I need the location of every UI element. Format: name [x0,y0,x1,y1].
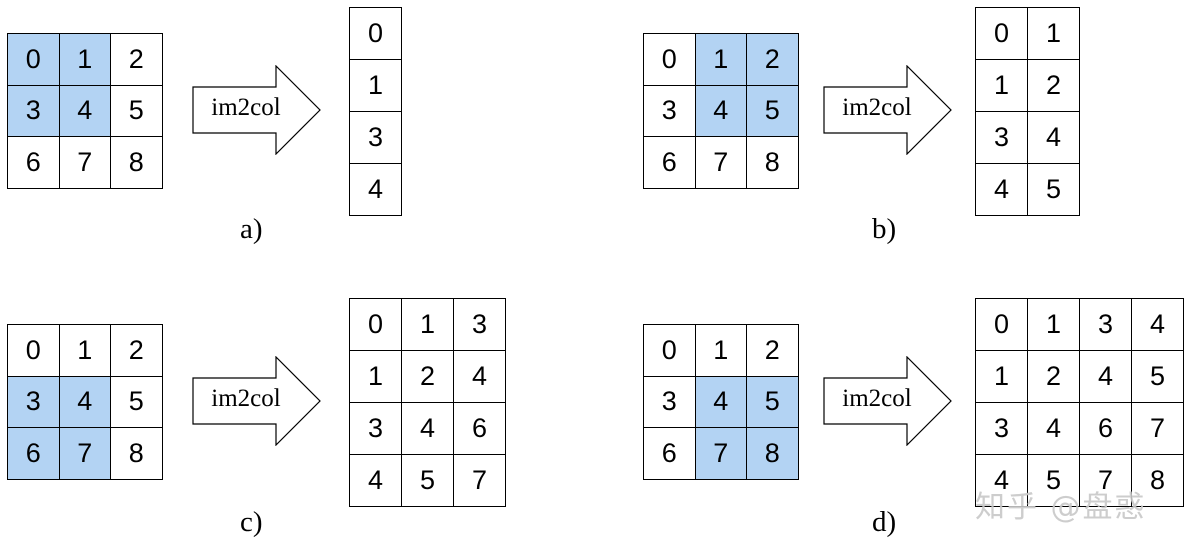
grid-cell: 4 [1027,111,1080,164]
grid-cell: 3 [643,84,696,137]
grid-cell: 4 [694,375,747,428]
grid-cell: 4 [349,454,402,507]
grid-cell: 3 [975,402,1028,455]
arrow-icon [823,356,952,446]
grid-cell: 3 [349,402,402,455]
grid-cell: 2 [110,324,163,377]
grid-cell: 7 [58,136,111,189]
grid-cell: 3 [349,111,402,164]
panel-caption: a) [240,213,263,245]
grid-cell: 4 [58,375,111,428]
grid-cell: 4 [975,454,1028,507]
grid-cell: 4 [58,84,111,137]
grid-cell: 3 [1079,298,1132,351]
grid-cell: 5 [746,375,799,428]
arrow-label: im2col [842,385,912,412]
grid-cell: 3 [7,375,60,428]
grid-cell: 2 [746,324,799,377]
grid-cell: 5 [1027,454,1080,507]
grid-cell: 5 [1131,350,1184,403]
grid-cell: 7 [58,427,111,480]
grid-cell: 8 [746,136,799,189]
grid-cell: 3 [7,84,60,137]
grid-cell: 6 [643,136,696,189]
grid-cell: 1 [1027,298,1080,351]
grid-cell: 0 [7,33,60,86]
grid-cell: 8 [746,427,799,480]
grid-cell: 7 [453,454,506,507]
grid-cell: 1 [349,59,402,112]
grid-cell: 0 [975,298,1028,351]
grid-cell: 1 [975,350,1028,403]
arrow-label: im2col [842,94,912,121]
grid-cell: 1 [349,350,402,403]
grid-cell: 4 [349,163,402,216]
grid-cell: 4 [1131,298,1184,351]
grid-cell: 6 [643,427,696,480]
grid-cell: 5 [110,84,163,137]
grid-cell: 2 [401,350,454,403]
grid-cell: 6 [7,427,60,480]
grid-cell: 8 [1131,454,1184,507]
grid-cell: 5 [110,375,163,428]
grid-cell: 5 [401,454,454,507]
watermark: 知乎 @盘惑 [975,490,1147,525]
grid-cell: 4 [1027,402,1080,455]
grid-cell: 8 [110,136,163,189]
grid-cell: 5 [1027,163,1080,216]
grid-cell: 7 [1079,454,1132,507]
grid-cell: 4 [975,163,1028,216]
grid-cell: 2 [1027,350,1080,403]
grid-cell: 8 [110,427,163,480]
arrow-label: im2col [211,385,281,412]
grid-cell: 1 [694,33,747,86]
grid-cell: 1 [401,298,454,351]
grid-cell: 4 [694,84,747,137]
grid-cell: 7 [1131,402,1184,455]
grid-cell: 5 [746,84,799,137]
grid-cell: 0 [7,324,60,377]
panel-caption: c) [240,506,263,538]
grid-cell: 7 [694,136,747,189]
grid-cell: 1 [58,324,111,377]
arrow-icon [823,65,952,155]
grid-cell: 2 [1027,59,1080,112]
grid-cell: 1 [694,324,747,377]
grid-cell: 4 [1079,350,1132,403]
grid-cell: 0 [643,324,696,377]
grid-cell: 0 [975,7,1028,60]
panel-caption: b) [872,213,897,245]
grid-cell: 4 [401,402,454,455]
panel-caption: d) [872,506,897,538]
grid-cell: 0 [643,33,696,86]
grid-cell: 6 [7,136,60,189]
grid-cell: 6 [453,402,506,455]
grid-cell: 1 [58,33,111,86]
grid-cell: 1 [975,59,1028,112]
grid-cell: 2 [110,33,163,86]
grid-cell: 4 [453,350,506,403]
grid-cell: 0 [349,7,402,60]
grid-cell: 3 [453,298,506,351]
arrow-icon [192,65,321,155]
grid-cell: 6 [1079,402,1132,455]
grid-cell: 0 [349,298,402,351]
grid-cell: 3 [975,111,1028,164]
grid-cell: 3 [643,375,696,428]
arrow-icon [192,356,321,446]
grid-cell: 2 [746,33,799,86]
grid-cell: 1 [1027,7,1080,60]
arrow-label: im2col [211,94,281,121]
grid-cell: 7 [694,427,747,480]
